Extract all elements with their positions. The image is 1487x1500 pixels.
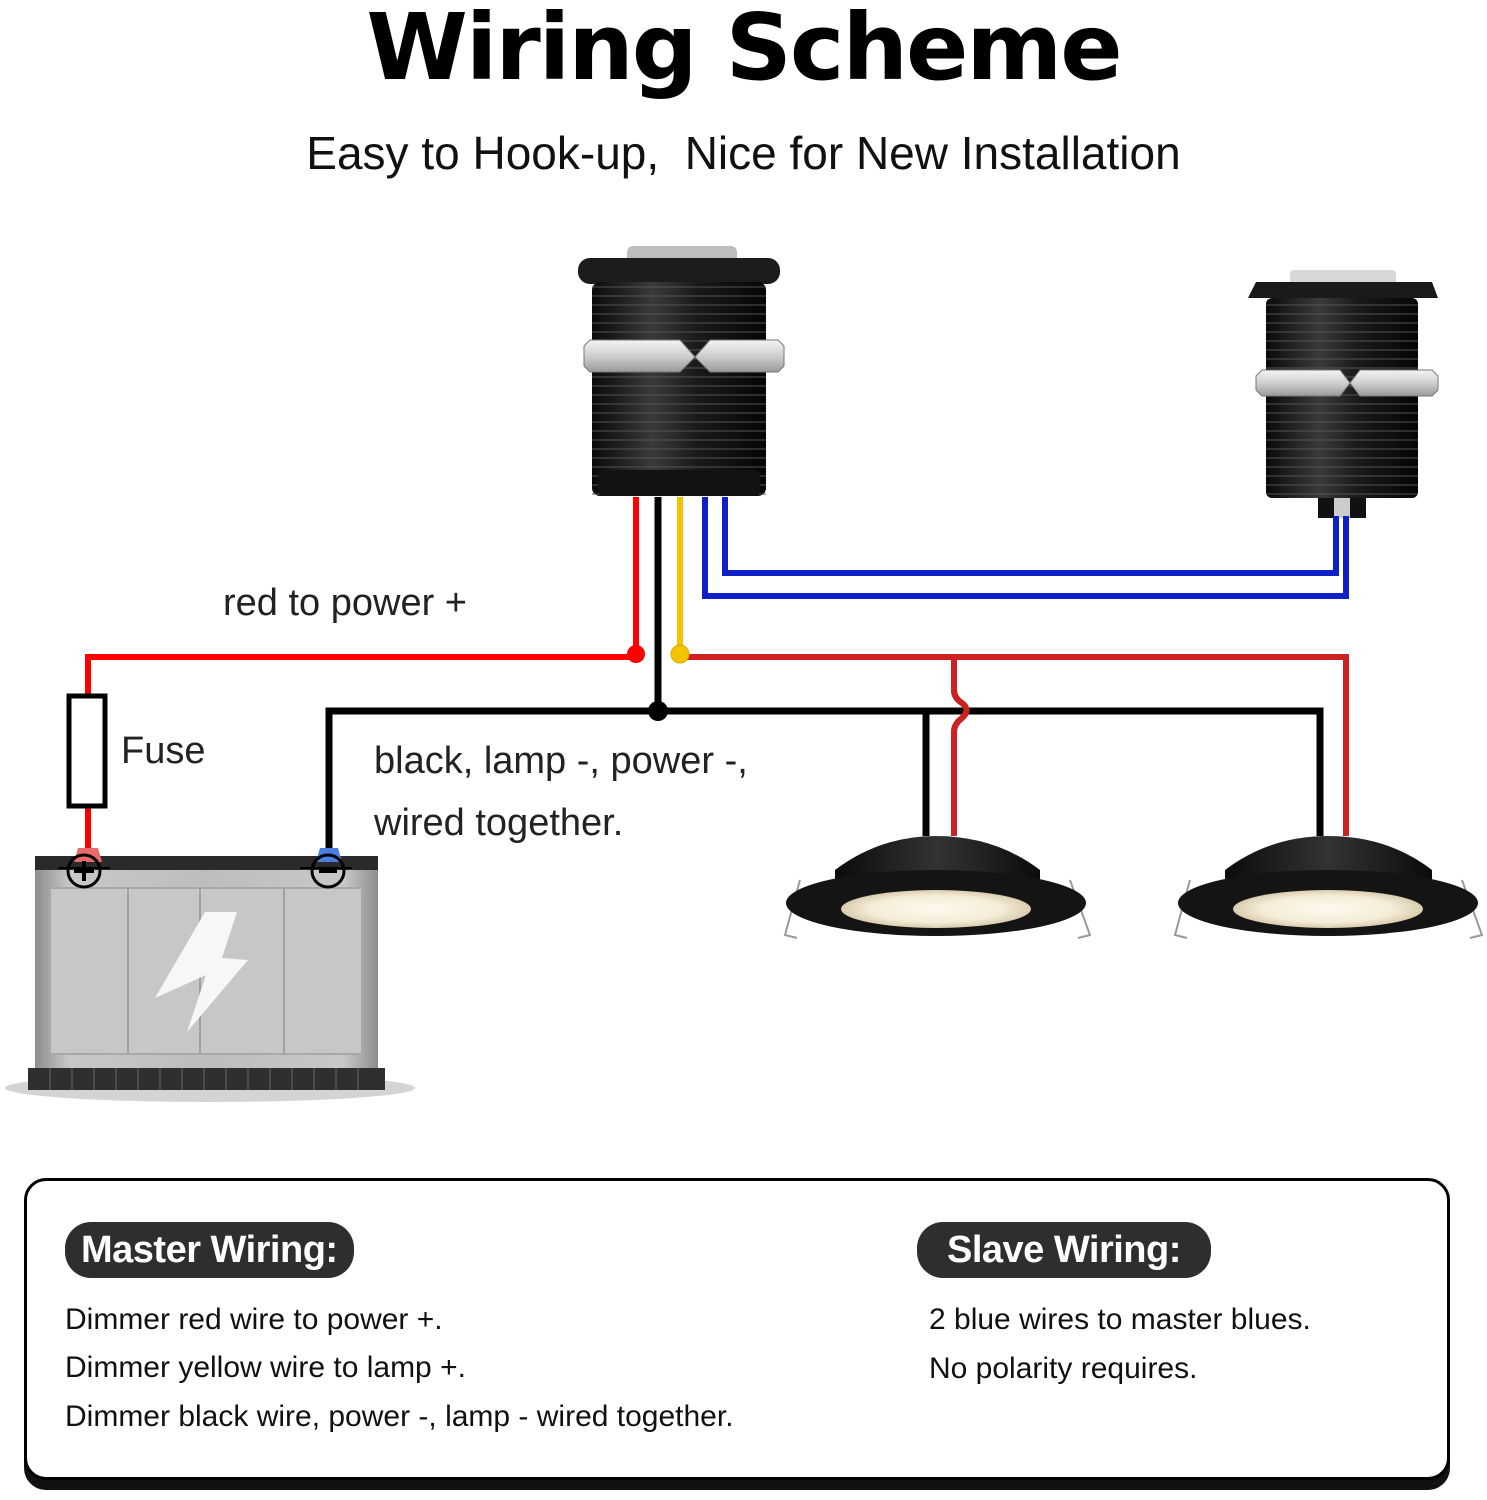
blue-wire-inner (722, 497, 1339, 576)
lamp-2 (1173, 836, 1484, 939)
blue-wire-outer (702, 497, 1349, 599)
lamp-positive-wire (680, 654, 1349, 836)
slave-instruction-line: 2 blue wires to master blues. (929, 1303, 1311, 1336)
black-wire-label-line2: wired together. (374, 802, 624, 844)
red-to-power-label: red to power + (223, 582, 467, 624)
page-subtitle: Easy to Hook-up, Nice for New Installati… (306, 127, 1181, 179)
black-junction-dot (648, 701, 668, 721)
slave-instruction-line: No polarity requires. (929, 1352, 1198, 1385)
instructions-card: Master Wiring: Dimmer red wire to power … (24, 1178, 1450, 1480)
slave-wiring-heading: Slave Wiring: (917, 1222, 1211, 1278)
red-junction-dot (627, 645, 645, 663)
lightning-bolt-icon (155, 912, 248, 1032)
yellow-junction-dot (670, 644, 690, 664)
lamp-light-icon (1233, 890, 1423, 928)
master-instruction-line: Dimmer yellow wire to lamp +. (65, 1351, 466, 1384)
master-dimmer-switch (578, 246, 785, 496)
page-title: Wiring Scheme (366, 0, 1122, 101)
lamp-1 (783, 836, 1092, 939)
fuse-icon (66, 693, 108, 809)
blue-wires (702, 497, 1349, 599)
master-instruction-line: Dimmer red wire to power +. (65, 1303, 443, 1336)
battery-icon (5, 848, 415, 1102)
wiring-diagram (5, 246, 1484, 1102)
negative-symbol-icon (310, 853, 346, 889)
master-instruction-line: Dimmer black wire, power -, lamp - wired… (65, 1400, 734, 1433)
slave-switch (1248, 270, 1439, 518)
fuse-label: Fuse (121, 730, 206, 772)
lamp-light-icon (841, 890, 1031, 928)
red-power-wire (85, 497, 639, 850)
positive-symbol-icon (66, 853, 102, 889)
master-wiring-heading: Master Wiring: (65, 1222, 354, 1278)
black-common-wire (325, 497, 1324, 850)
black-wire-label-line1: black, lamp -, power -, (374, 740, 748, 782)
